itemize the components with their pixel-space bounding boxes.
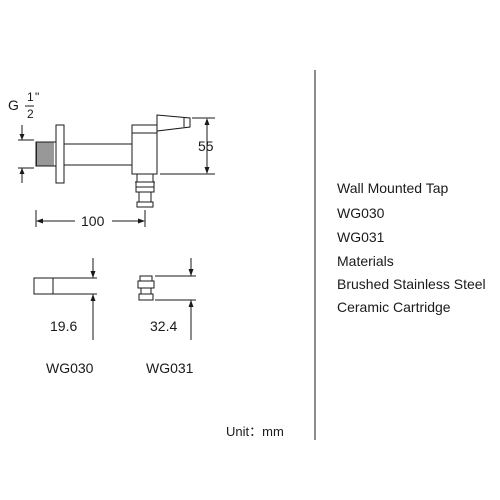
spec-model-wg031: WG031 [337, 229, 385, 245]
wg031-depth-value: 32.4 [150, 318, 177, 334]
lever-handle [156, 114, 191, 132]
thread-numerator: 1 [27, 90, 34, 104]
wall-flange [55, 124, 65, 184]
spec-material-steel: Brushed Stainless Steel [337, 276, 486, 292]
spec-product-name: Wall Mounted Tap [337, 180, 449, 196]
tap-side-view [35, 114, 191, 208]
spec-material-cartridge: Ceramic Cartridge [337, 299, 451, 315]
wg030-outlet-shape [33, 277, 54, 295]
thread-inch-mark: " [35, 90, 39, 104]
length-dimension [35, 210, 146, 227]
thread-letter: G [8, 97, 19, 113]
hose-connector [135, 173, 155, 208]
valve-tower [131, 124, 158, 175]
wg030-outlet-detail [33, 258, 97, 340]
thread-denominator: 2 [27, 107, 34, 121]
thread-dimension [18, 125, 34, 183]
wg030-depth-value: 19.6 [50, 318, 77, 334]
spec-materials-heading: Materials [337, 253, 394, 269]
length-value: 100 [81, 213, 105, 229]
thread-size-label: G 1 2 " [8, 90, 39, 121]
unit-label: Unit：mm [226, 424, 284, 439]
threaded-inlet [35, 141, 57, 167]
height-dimension [160, 117, 215, 175]
wg031-connector-shape [137, 275, 155, 301]
wg030-label: WG030 [46, 360, 94, 376]
spec-model-wg030: WG030 [337, 205, 385, 221]
wg031-label: WG031 [146, 360, 194, 376]
wg031-outlet-detail [137, 258, 196, 340]
tap-body [63, 143, 133, 166]
height-value: 55 [198, 138, 214, 154]
